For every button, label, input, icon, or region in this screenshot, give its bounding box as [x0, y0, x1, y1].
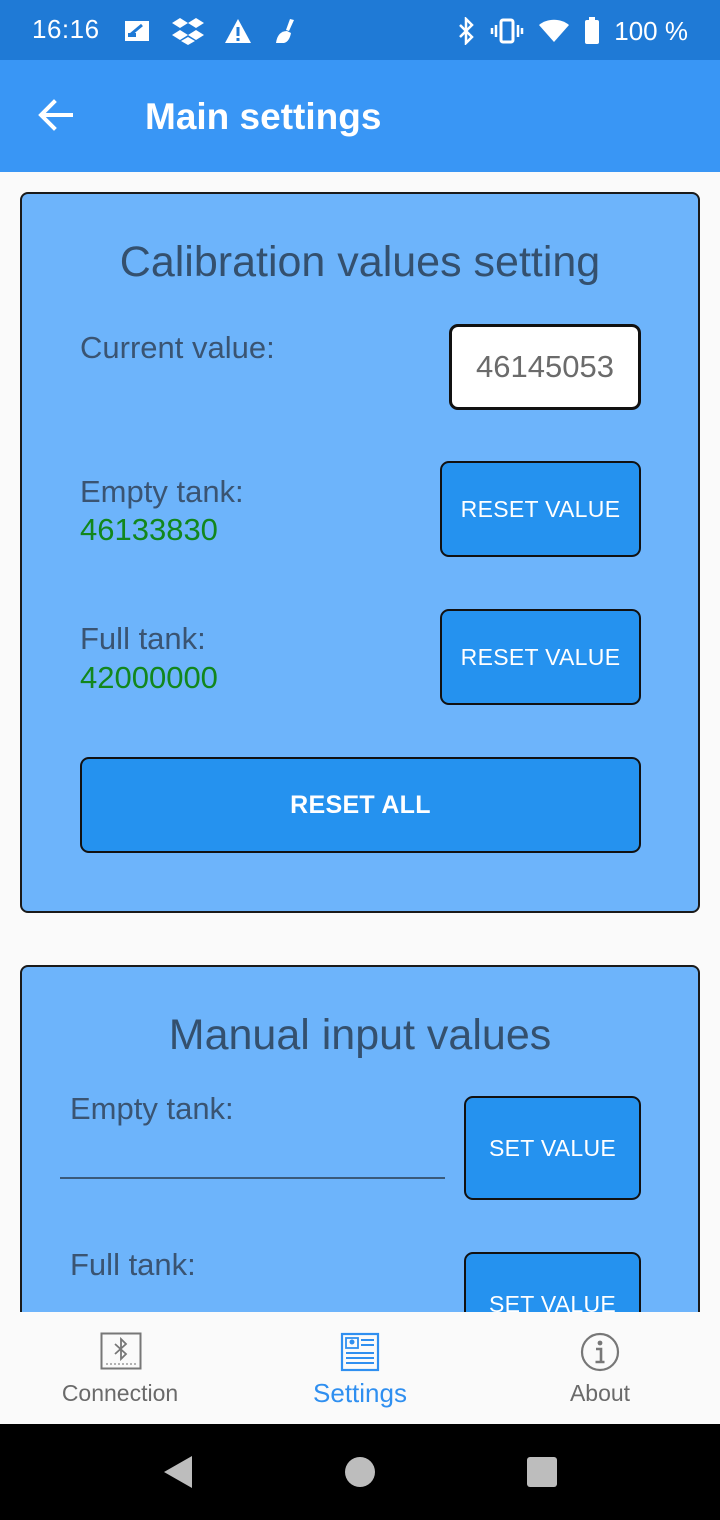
vibrate-icon: [490, 17, 524, 45]
bluetooth-device-icon: [100, 1332, 142, 1372]
empty-reset-button[interactable]: RESET VALUE: [440, 461, 641, 557]
nav-connection-label: Connection: [61, 1380, 179, 1406]
full-tank-value: 42000000: [80, 660, 218, 695]
dropbox-icon: [172, 16, 204, 46]
battery-percentage: 100 %: [614, 15, 688, 46]
manual-empty-input-underline: [60, 1177, 445, 1179]
calibration-title: Calibration values setting: [119, 238, 601, 286]
bottom-navigation: Connection Settings About: [0, 1312, 720, 1424]
empty-tank-value: 46133830: [80, 512, 218, 547]
current-value-display: 46145053: [449, 324, 641, 410]
manual-input-card: Manual input values Empty tank: SET VALU…: [20, 965, 700, 1312]
info-icon: [580, 1332, 622, 1372]
full-reset-button[interactable]: RESET VALUE: [440, 609, 641, 705]
manual-full-set-button[interactable]: SET VALUE: [464, 1252, 641, 1312]
bluetooth-icon: [456, 17, 476, 45]
nav-settings-label: Settings: [313, 1378, 407, 1408]
manual-title: Manual input values: [168, 1011, 552, 1059]
reset-all-button[interactable]: RESET ALL: [80, 757, 641, 853]
full-tank-label: Full tank:: [80, 621, 206, 656]
manual-empty-set-button[interactable]: SET VALUE: [464, 1096, 641, 1200]
current-value-label: Current value:: [80, 330, 275, 365]
manual-full-label: Full tank:: [70, 1247, 196, 1282]
nav-about[interactable]: About: [480, 1312, 720, 1424]
system-navigation-bar: [0, 1424, 720, 1520]
status-time: 16:16: [32, 14, 100, 44]
page-title: Main settings: [145, 96, 382, 137]
status-bar: 16:16 100 %: [0, 0, 720, 60]
system-recents-icon[interactable]: [524, 1454, 560, 1490]
manual-empty-input[interactable]: [60, 1137, 445, 1177]
warning-icon: [224, 18, 252, 44]
manual-empty-label: Empty tank:: [70, 1091, 234, 1126]
nav-connection[interactable]: Connection: [0, 1312, 240, 1424]
nav-about-label: About: [569, 1380, 631, 1406]
system-back-icon[interactable]: [160, 1454, 196, 1490]
settings-form-icon: [340, 1332, 382, 1372]
cleaner-icon: [272, 17, 300, 45]
back-button[interactable]: [30, 92, 80, 142]
nav-settings[interactable]: Settings: [240, 1312, 480, 1424]
arrow-left-icon: [37, 98, 73, 136]
sim-icon: [122, 19, 152, 43]
system-home-icon[interactable]: [342, 1454, 378, 1490]
wifi-icon: [538, 19, 570, 43]
empty-tank-label: Empty tank:: [80, 474, 244, 509]
app-bar: Main settings: [0, 60, 720, 172]
settings-content[interactable]: Calibration values setting Current value…: [0, 172, 720, 1312]
status-system-icons: 100 %: [456, 14, 688, 48]
battery-icon: [584, 17, 600, 45]
status-notification-icons: [122, 14, 300, 48]
calibration-card: Calibration values setting Current value…: [20, 192, 700, 913]
